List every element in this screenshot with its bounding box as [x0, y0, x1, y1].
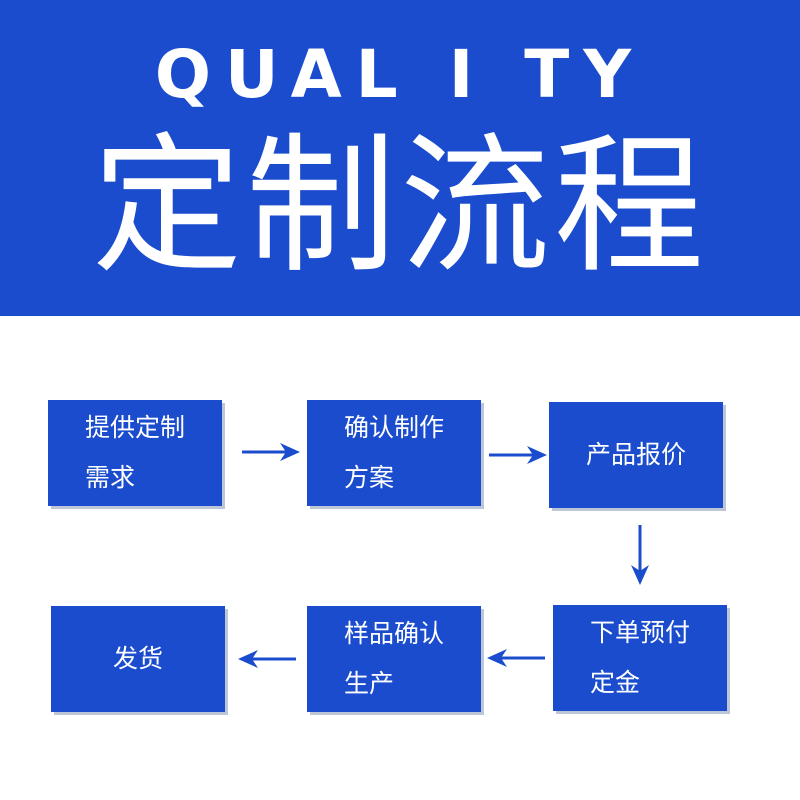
- step-label: 下单预付 定金: [589, 618, 690, 697]
- step-label: 发货: [112, 644, 163, 673]
- arrow-right-icon: [242, 443, 300, 461]
- arrow-left-icon: [487, 649, 545, 667]
- step-product-quote: 产品报价: [549, 402, 723, 508]
- step-label: 确认制作 方案: [343, 413, 444, 492]
- step-label: 样品确认 生产: [343, 619, 444, 698]
- step-label: 产品报价: [585, 440, 686, 469]
- step-sample-production: 样品确认 生产: [307, 606, 481, 712]
- arrow-left-icon: [238, 650, 296, 668]
- header-banner: QUAL I TY 定制流程: [0, 0, 800, 316]
- step-provide-requirements: 提供定制 需求: [48, 400, 222, 506]
- arrow-down-icon: [631, 525, 649, 585]
- step-label: 提供定制 需求: [84, 413, 185, 492]
- arrow-right-icon: [489, 446, 547, 464]
- step-shipping: 发货: [51, 606, 225, 712]
- english-title: QUAL I TY: [154, 36, 646, 113]
- step-place-order-deposit: 下单预付 定金: [553, 605, 727, 711]
- step-confirm-plan: 确认制作 方案: [307, 400, 481, 506]
- chinese-title: 定制流程: [91, 120, 708, 294]
